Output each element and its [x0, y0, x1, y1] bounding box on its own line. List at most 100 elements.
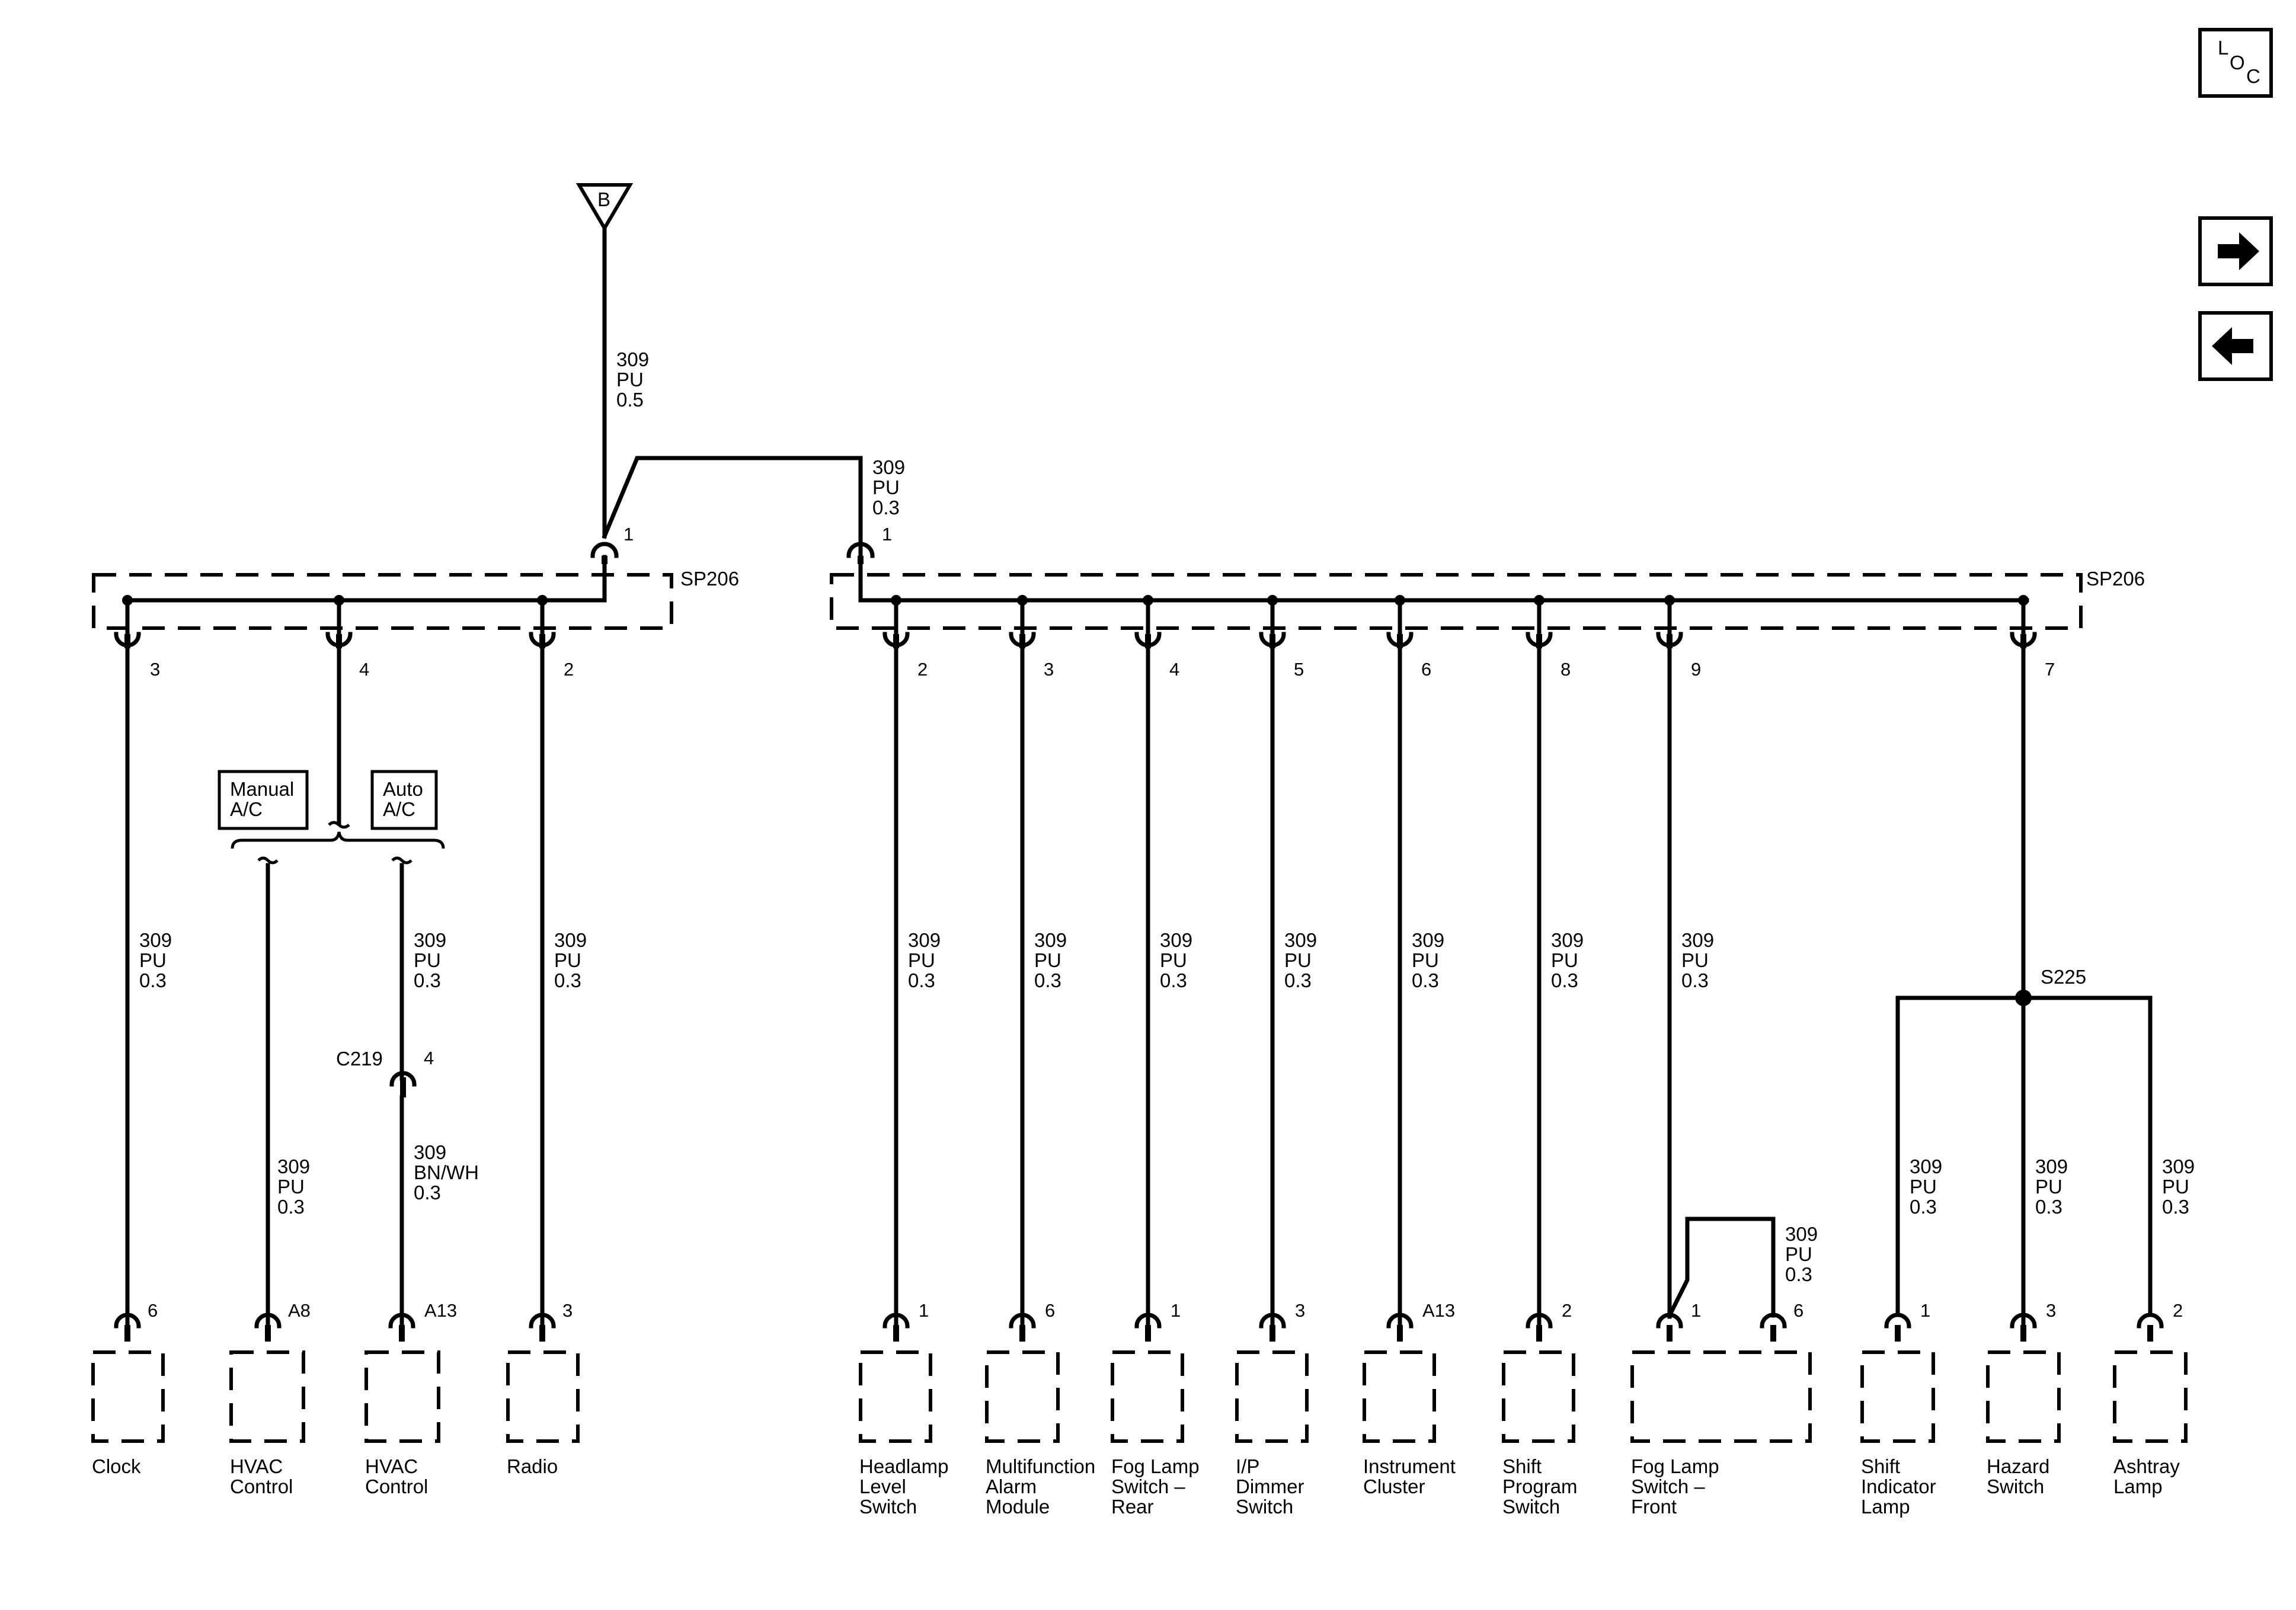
wire-size: 0.3: [139, 969, 167, 991]
previous-page-button[interactable]: [2198, 311, 2273, 381]
branch-circuits: 3309PU0.36Clock4309PU0.3A8HVACControl309…: [91, 595, 2195, 1518]
loc-letter-c: C: [2246, 65, 2260, 87]
device-terminal: [1009, 1313, 1036, 1329]
next-page-button[interactable]: [2198, 216, 2273, 286]
wire-color: PU: [908, 949, 935, 971]
device-terminal: [1760, 1313, 1787, 1329]
wire-color: PU: [1034, 949, 1061, 971]
splice-out-pin: 5: [1294, 659, 1304, 680]
device-name-line: Radio: [507, 1455, 558, 1477]
device-name-line: Headlamp: [859, 1455, 948, 1477]
wire-color: PU: [2162, 1176, 2189, 1198]
wire-color: PU: [414, 949, 441, 971]
svg-text:4: 4: [424, 1048, 434, 1068]
device-terminal: [1656, 1313, 1683, 1329]
device-box: [1235, 1350, 1309, 1443]
device-box: [859, 1350, 932, 1443]
device-radio: Radio: [506, 1350, 580, 1477]
wire-circuit: 309: [277, 1156, 310, 1177]
wire-circuit: 309: [1160, 929, 1192, 951]
wire-circuit: 309: [1284, 929, 1317, 951]
loc-button[interactable]: L O C: [2198, 28, 2273, 98]
device-pin: A13: [424, 1300, 457, 1321]
wire-color: PU: [1412, 949, 1439, 971]
jumper-wire: [1667, 1217, 1776, 1318]
wire-circuit: 309: [554, 929, 587, 951]
source-triangle-b: B: [575, 183, 634, 232]
feed-wire-label: 309 PU 0.5: [616, 348, 649, 411]
device-terminal: [2137, 1313, 2164, 1329]
wire-size: 0.3: [1681, 969, 1709, 991]
wire-color: PU: [277, 1176, 305, 1198]
splice-right-in-pin: 1: [882, 524, 892, 545]
device-pin: 6: [148, 1300, 158, 1321]
device-terminal: [1526, 1313, 1553, 1329]
svg-text:0.3: 0.3: [872, 497, 900, 518]
device-name-line: Control: [365, 1475, 428, 1497]
splice-left-in-pin: 1: [623, 524, 634, 545]
splice-out-pin: 2: [564, 659, 574, 680]
wire-size: 0.3: [1412, 969, 1439, 991]
wire-circuit: 309: [414, 1141, 446, 1163]
wire-circuit: 309: [2162, 1156, 2195, 1177]
device-pin: 2: [2173, 1300, 2183, 1321]
device-name-line: Module: [986, 1496, 1050, 1518]
wire-size: 0.3: [2162, 1196, 2189, 1218]
wire-size: 0.3: [1551, 969, 1578, 991]
device-box: [1860, 1350, 1935, 1443]
splice-out-pin: 3: [150, 659, 160, 680]
device-clock: Clock: [91, 1350, 165, 1477]
wire-color: PU: [139, 949, 167, 971]
branch-hvac: 4309PU0.3A8HVACControl309PU0.3309BN/WH0.…: [229, 595, 479, 1497]
device-box: [1986, 1350, 2061, 1443]
device-box: [1630, 1350, 1812, 1443]
wire-color: PU: [1910, 1176, 1937, 1198]
device-box: [506, 1350, 580, 1443]
splice-out-pin: 3: [1044, 659, 1054, 680]
device-name-line: HVAC: [230, 1455, 283, 1477]
device-pin: 1: [1171, 1300, 1181, 1321]
device-pin: 3: [562, 1300, 573, 1321]
device-name-line: Switch: [1236, 1496, 1293, 1518]
wire-circuit: 309: [2035, 1156, 2068, 1177]
wire-size: 0.3: [414, 969, 441, 991]
hvac-option-group: Manual A/C Auto A/C: [218, 770, 445, 849]
device-pin: 3: [1295, 1300, 1305, 1321]
splice-out-pin: 9: [1691, 659, 1701, 680]
device-name-line: HVAC: [365, 1455, 418, 1477]
device-pin: 2: [1562, 1300, 1572, 1321]
device-terminal: [1884, 1313, 1911, 1329]
wire-color: PU: [554, 949, 581, 971]
device-name-line: Shift: [1861, 1455, 1900, 1477]
device-name-line: Switch –: [1631, 1475, 1705, 1497]
device-box: [229, 1350, 305, 1443]
device-name-line: Instrument: [1363, 1455, 1456, 1477]
device-name-line: Clock: [92, 1455, 141, 1477]
svg-text:A/C: A/C: [230, 798, 263, 820]
device-pin: 1: [1920, 1300, 1930, 1321]
device-box: [91, 1350, 165, 1443]
device-terminal: [1386, 1313, 1414, 1329]
splice-out-pin: 4: [1169, 659, 1179, 680]
device-box: [1111, 1350, 1184, 1443]
wire-color: BN/WH: [414, 1161, 479, 1183]
device-terminal: [882, 1313, 910, 1329]
device-name-line: Front: [1631, 1496, 1677, 1518]
device-name-line: Switch –: [1111, 1475, 1185, 1497]
svg-text:C219: C219: [336, 1048, 383, 1070]
device-name-line: Hazard: [1987, 1455, 2049, 1477]
